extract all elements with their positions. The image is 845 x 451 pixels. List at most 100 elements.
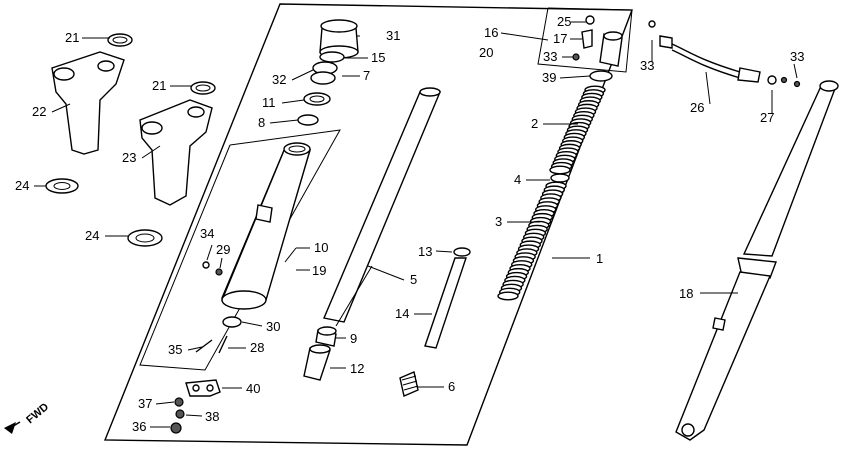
bushing-12 (303, 344, 331, 381)
callout-leaders (34, 21, 798, 428)
callout-24a: 24 (15, 178, 29, 193)
leader-line (291, 69, 314, 81)
callout-4: 4 (514, 172, 521, 187)
leader-line (335, 265, 373, 327)
fwd-label: FWD (24, 401, 51, 426)
callout-6: 6 (448, 379, 455, 394)
washer-37 (174, 397, 184, 407)
handlebar-holder-22 (51, 51, 125, 155)
callout-36: 36 (132, 419, 146, 434)
rubber-seat-24a (45, 178, 79, 194)
callout-24b: 24 (85, 228, 99, 243)
fork-spring-3 (497, 181, 567, 301)
callout-27: 27 (760, 110, 774, 125)
o-ring-15 (319, 51, 345, 63)
leader-line (793, 63, 798, 79)
pin-35-28 (195, 335, 228, 354)
leader-line (187, 346, 203, 351)
callout-30: 30 (266, 319, 280, 334)
inner-tube-5 (323, 87, 442, 323)
leader-line (241, 321, 263, 327)
fork-tube-10-19 (220, 142, 311, 310)
forward-direction-arrow (4, 421, 21, 434)
callout-19: 19 (312, 263, 326, 278)
callout-8: 8 (258, 115, 265, 130)
sub-assembly-frame (139, 129, 341, 371)
callout-1: 1 (596, 251, 603, 266)
callout-23: 23 (122, 150, 136, 165)
callout-28: 28 (250, 340, 264, 355)
callout-15: 15 (371, 50, 385, 65)
leader-line (500, 32, 549, 41)
leader-line (51, 103, 71, 113)
callout-40: 40 (246, 381, 260, 396)
callout-33a: 33 (543, 49, 557, 64)
fork-cap-31 (319, 19, 359, 59)
air-hose-26 (648, 20, 801, 88)
leader-line (284, 247, 297, 263)
callout-17: 17 (553, 31, 567, 46)
bolt-36 (170, 422, 182, 434)
callout-35: 35 (168, 342, 182, 357)
callout-labels: 21 22 21 23 24 24 31 15 32 7 11 8 10 19 … (15, 14, 804, 434)
bracket-40 (185, 379, 221, 397)
leader-line (559, 75, 591, 79)
leader-line (269, 119, 299, 124)
callout-9: 9 (350, 331, 357, 346)
piston-ring-9 (315, 326, 337, 347)
rubber-seat-24b (127, 229, 163, 247)
oil-seal-30 (222, 316, 242, 328)
rebound-spring-6 (399, 371, 419, 397)
leader-line (155, 401, 175, 405)
rubber-ring-21a (107, 33, 133, 47)
washer-38 (175, 409, 185, 419)
callout-18: 18 (679, 286, 693, 301)
spacer-4 (550, 173, 570, 183)
callout-21b: 21 (152, 78, 166, 93)
callout-33c: 33 (790, 49, 804, 64)
callout-16: 16 (484, 25, 498, 40)
callout-29: 29 (216, 242, 230, 257)
callout-3: 3 (495, 214, 502, 229)
callout-2: 2 (531, 116, 538, 131)
damper-rod-14 (424, 257, 467, 349)
callout-32: 32 (272, 72, 286, 87)
callout-25: 25 (557, 14, 571, 29)
spring-coil (497, 291, 519, 301)
callout-11: 11 (262, 95, 276, 110)
callout-38: 38 (205, 409, 219, 424)
valve-group-frame (537, 7, 633, 73)
callout-20: 20 (479, 45, 493, 60)
callout-5: 5 (410, 272, 417, 287)
leader-line (185, 414, 203, 417)
callout-22: 22 (32, 104, 46, 119)
cap-13 (453, 247, 471, 257)
callout-7: 7 (363, 68, 370, 83)
ring-11 (303, 92, 331, 106)
leader-line (281, 99, 305, 104)
callout-14: 14 (395, 306, 409, 321)
leader-line (219, 257, 223, 269)
leader-line (435, 250, 453, 253)
callout-33b: 33 (640, 58, 654, 73)
fork-spring-2 (549, 85, 606, 175)
leader-line (206, 244, 213, 261)
callout-31: 31 (386, 28, 400, 43)
ring-8 (297, 114, 319, 126)
air-valve-group (572, 15, 623, 82)
callout-10: 10 (314, 240, 328, 255)
callout-12: 12 (350, 361, 364, 376)
callout-13: 13 (418, 244, 432, 259)
leader-line (141, 145, 161, 159)
rubber-ring-21b (190, 81, 216, 95)
handlebar-holder-23 (139, 99, 213, 206)
bolt-34-29 (202, 261, 223, 276)
cap-32-7 (310, 61, 338, 85)
leader-line (367, 265, 405, 281)
callout-26: 26 (690, 100, 704, 115)
callout-39: 39 (542, 70, 556, 85)
fork-slider-18 (675, 80, 839, 441)
leader-line (705, 71, 711, 105)
callout-34: 34 (200, 226, 214, 241)
